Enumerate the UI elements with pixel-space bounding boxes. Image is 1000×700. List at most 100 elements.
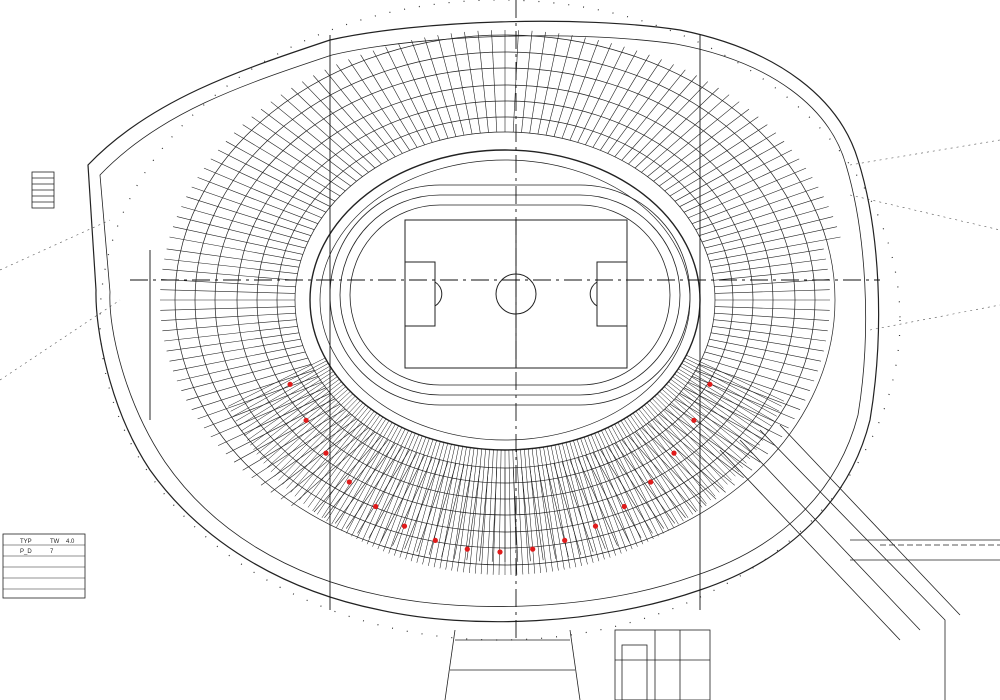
seat-row-line <box>164 326 298 342</box>
seat-row-line <box>172 345 303 372</box>
seat-row-line <box>453 465 473 559</box>
lower-bowl-hatch-line <box>590 434 638 547</box>
title-block-cell: P_D <box>20 549 32 555</box>
seat-row-line <box>380 455 425 543</box>
seat-row-line <box>160 306 296 311</box>
seat-row-line <box>437 35 465 136</box>
lower-bowl-hatch-line <box>463 448 479 573</box>
lower-bowl-hatch-line <box>366 433 416 545</box>
lower-bowl-hatch-line <box>439 446 463 569</box>
seat-row-line <box>251 413 351 479</box>
seat-row-line <box>181 206 309 243</box>
seat-row-line <box>698 364 806 401</box>
perimeter-dots <box>99 0 901 641</box>
seat-row-line <box>368 452 418 539</box>
lower-bowl-hatch-line <box>233 363 329 417</box>
seating-radial-lines <box>160 30 841 562</box>
seat-row-line <box>674 398 769 455</box>
seat-row-line <box>679 149 793 207</box>
seat-row-line <box>242 408 346 471</box>
lower-bowl-hatch-line <box>267 391 351 468</box>
seat-row-line <box>592 54 650 148</box>
lower-bowl-hatch-line <box>539 447 559 571</box>
red-marker <box>401 523 408 529</box>
lower-bowl-hatch-line <box>341 425 399 531</box>
seat-row-line <box>577 46 625 143</box>
lower-bowl-hatch-line <box>664 386 751 459</box>
lower-bowl-hatch-line <box>543 446 565 570</box>
lower-bowl-hatch-line <box>565 442 600 562</box>
lower-bowl-hatch-line <box>256 384 344 455</box>
lower-bowl-hatch-line <box>641 406 716 497</box>
lower-bowl-hatch-line <box>524 449 536 574</box>
lower-bowl-hatch-line <box>274 395 356 477</box>
lower-bowl-hatch-line <box>668 381 757 450</box>
lower-bowl-hatch-line <box>547 446 571 569</box>
lower-bowl-hatch-line <box>316 416 384 515</box>
lower-bowl-hatch-line <box>253 381 342 450</box>
lower-bowl-hatch-line <box>686 354 785 402</box>
seat-row-line <box>176 216 306 249</box>
penalty-area-right <box>596 261 628 327</box>
lower-bowl-hatch-line <box>416 443 448 563</box>
lower-bowl-hatch-line <box>351 428 406 537</box>
lower-bowl-hatch-line <box>676 371 769 432</box>
lower-bowl-hatch-line <box>635 411 707 504</box>
lower-bowl-hatch-line <box>286 402 364 489</box>
seat-row-line <box>160 289 296 294</box>
lower-bowl-hatch-line <box>303 411 375 504</box>
seat-row-line <box>161 312 296 321</box>
lower-bowl-hatch-line <box>587 435 633 550</box>
seat-row-line <box>714 306 830 311</box>
lower-bowl-hatch-line <box>604 428 659 537</box>
access-ramp <box>719 424 1000 700</box>
lower-bowl-hatch-line <box>672 376 764 441</box>
seat-row-line <box>164 258 298 274</box>
lower-bowl-hatch-line <box>230 360 327 412</box>
seat-row-line <box>701 357 810 391</box>
lower-bowl-hatch-line <box>480 449 490 575</box>
lower-bowl-hatch-line <box>508 449 512 575</box>
lower-bowl-hatch-line <box>527 448 541 574</box>
seat-row-line <box>385 46 433 143</box>
lower-bowl-hatch-line <box>235 365 331 422</box>
red-marker <box>592 523 599 529</box>
lower-bowl-hatch-line <box>632 412 703 508</box>
lower-bowl-hatch-line <box>312 414 381 512</box>
seat-row-line <box>217 393 331 446</box>
seat-row-line <box>695 186 819 230</box>
lower-bowl-hatch-line <box>278 398 358 481</box>
seat-row-line <box>324 439 389 518</box>
seat-row-line <box>537 465 557 559</box>
red-marker <box>621 503 627 510</box>
lower-bowl-hatch-line <box>580 438 622 554</box>
seat-row-line <box>664 408 753 471</box>
lower-bowl-hatch-line <box>678 368 772 427</box>
title-block-cell: TYP <box>20 539 32 545</box>
seat-row-line <box>653 108 750 182</box>
lower-bowl-hatch-line <box>646 402 724 489</box>
seat-row-line <box>669 132 777 197</box>
seat-row-line <box>348 59 410 151</box>
seat-row-line <box>334 443 396 524</box>
seat-row-line <box>280 94 369 173</box>
seat-row-line <box>621 439 686 518</box>
lower-bowl-hatch-line <box>652 398 732 481</box>
seat-row-line <box>336 64 403 154</box>
seat-row-line <box>161 279 296 288</box>
seat-row-line <box>521 30 533 133</box>
lower-bowl-hatch-line <box>654 395 736 477</box>
red-marker <box>303 417 309 423</box>
seat-row-line <box>424 37 457 137</box>
penalty-arc-left <box>434 281 443 307</box>
lower-bowl-hatch-line <box>372 434 420 547</box>
centre-axes <box>130 0 880 640</box>
title-block-cell: TW <box>50 539 60 545</box>
title-block-cell: 7 <box>50 549 54 555</box>
penalty-area-left <box>404 261 436 327</box>
lower-bowl-hatch-line <box>259 386 346 459</box>
seat-row-line <box>416 461 449 553</box>
seat-row-line <box>186 196 312 236</box>
lower-bowl-hatch-line <box>558 444 588 565</box>
seat-row-line <box>280 427 369 500</box>
